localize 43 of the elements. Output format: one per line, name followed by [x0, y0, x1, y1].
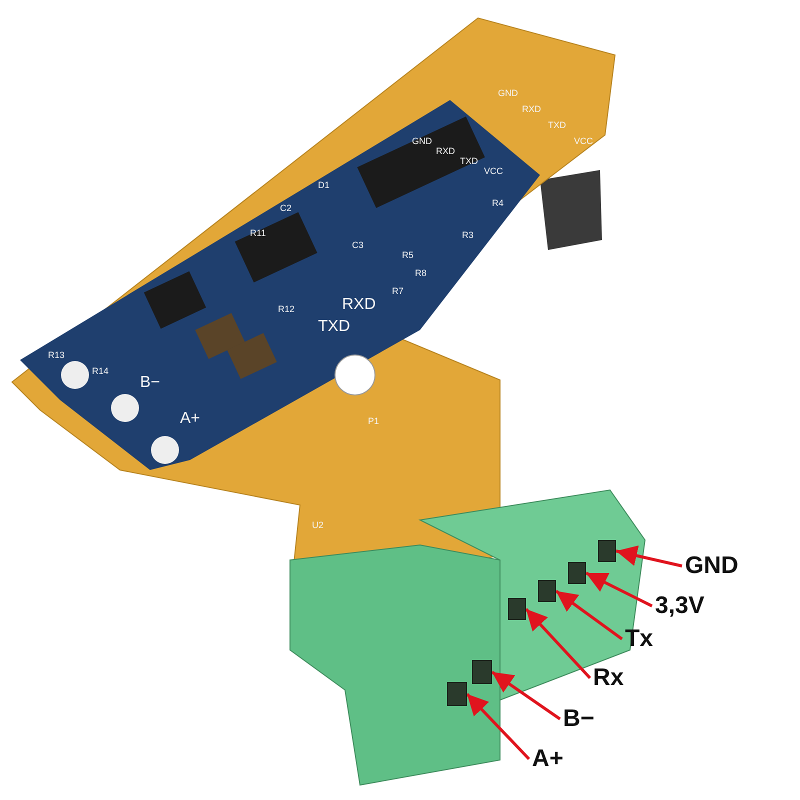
silkscreen-label: A+	[180, 410, 200, 427]
silkscreen-label: B−	[140, 374, 160, 391]
silkscreen-label: R5	[402, 250, 414, 260]
terminal-opening	[568, 562, 586, 584]
silkscreen-label: C3	[352, 240, 364, 250]
silkscreen-label: GND	[498, 88, 518, 98]
leader-arrow	[524, 608, 592, 680]
silkscreen-label: D1	[318, 180, 330, 190]
callout-label: A+	[532, 745, 564, 773]
silkscreen-label: R8	[415, 268, 427, 278]
silkscreen-label: R7	[392, 286, 404, 296]
silkscreen-label: TXD	[460, 156, 478, 166]
terminal-opening	[472, 660, 492, 684]
leader-arrow	[466, 692, 530, 760]
silkscreen-label: RXD	[342, 296, 376, 313]
callout-label: 3,3V	[655, 592, 704, 620]
silkscreen-label: TXD	[318, 318, 350, 335]
silkscreen-label: RXD	[522, 104, 542, 114]
leader-arrow	[491, 670, 561, 720]
terminal-opening	[538, 580, 556, 602]
leader-arrow	[616, 545, 682, 568]
silkscreen-label: RXD	[436, 146, 456, 156]
terminal-opening	[598, 540, 616, 562]
silkscreen-label: R12	[278, 304, 295, 314]
silkscreen-label: U2	[312, 520, 324, 530]
silkscreen-label: VCC	[574, 136, 594, 146]
silkscreen-label: VCC	[484, 166, 504, 176]
silkscreen-label: R14	[92, 366, 109, 376]
terminal-opening	[447, 682, 467, 706]
silkscreen-label: TXD	[548, 120, 566, 130]
silkscreen-label: R11	[250, 228, 266, 238]
callout-label: Rx	[593, 664, 624, 692]
terminal-opening	[508, 598, 526, 620]
silkscreen-label: GND	[412, 136, 432, 146]
leader-arrow	[585, 572, 653, 608]
callout-label: GND	[685, 552, 738, 580]
callout-label: B−	[563, 705, 594, 733]
leader-arrow	[555, 590, 623, 640]
silkscreen-label: R13	[48, 350, 65, 360]
silkscreen-label: P1	[368, 416, 380, 426]
silkscreen-label: C2	[280, 203, 292, 213]
silkscreen-label: R3	[462, 230, 474, 240]
silkscreen-label: R4	[492, 198, 504, 208]
